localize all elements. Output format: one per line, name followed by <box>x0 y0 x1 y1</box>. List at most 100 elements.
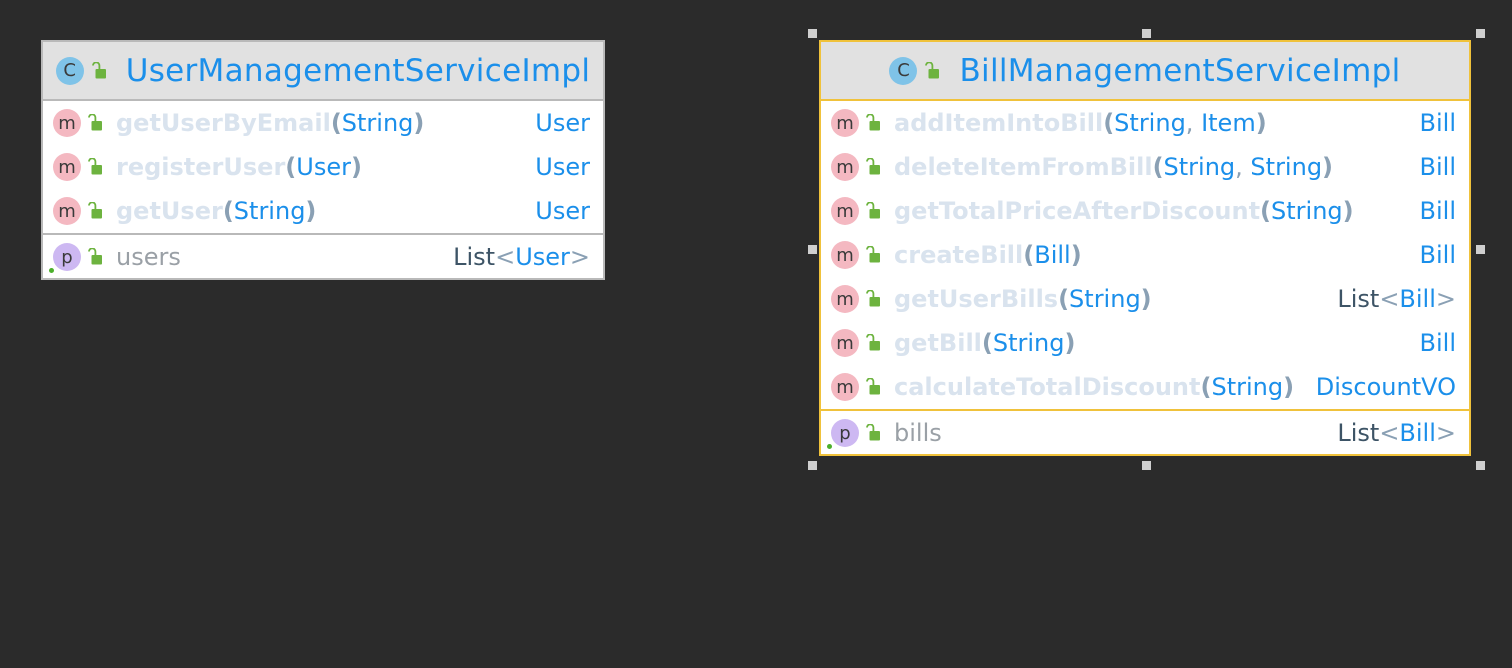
return-type: Bill <box>1419 153 1456 181</box>
open-paren: ( <box>285 153 297 181</box>
param-type: String <box>1069 285 1141 313</box>
resize-handle[interactable] <box>808 29 817 38</box>
param-type: String <box>1163 153 1236 181</box>
method-name: getUser <box>116 197 223 225</box>
return-type: Bill <box>1419 241 1456 269</box>
field-type: List<User> <box>453 243 590 271</box>
open-paren: ( <box>1200 373 1212 401</box>
open-lock-icon <box>86 158 104 176</box>
return-type: User <box>535 109 590 137</box>
angle-bracket: > <box>1435 285 1456 313</box>
type-argument: Bill <box>1399 419 1436 447</box>
angle-bracket: > <box>569 243 590 271</box>
property-letter: p <box>839 422 851 444</box>
close-paren: ) <box>1255 109 1267 137</box>
param-type: String <box>1271 197 1343 225</box>
resize-handle[interactable] <box>1476 461 1485 470</box>
resize-handle[interactable] <box>808 461 817 470</box>
class-name: UserManagementServiceImpl <box>125 52 591 89</box>
open-lock-icon <box>864 114 882 132</box>
green-dot-icon <box>49 268 54 273</box>
type-argument: User <box>515 243 570 271</box>
return-type: User <box>535 153 590 181</box>
class-header[interactable]: C BillManagementServiceImpl <box>821 42 1469 101</box>
open-paren: ( <box>1260 197 1272 225</box>
open-lock-icon <box>864 290 882 308</box>
method-signature: getTotalPriceAfterDiscount(String) <box>894 197 1406 225</box>
method-row[interactable]: m calculateTotalDiscount(String) DiscountV… <box>821 365 1469 409</box>
angle-bracket: < <box>1379 285 1400 313</box>
field-type: List<Bill> <box>1337 419 1456 447</box>
method-name: calculateTotalDiscount <box>894 373 1201 401</box>
param-type: Bill <box>1034 241 1071 269</box>
open-lock-icon <box>86 114 104 132</box>
method-icon: m <box>831 197 859 225</box>
class-icon: C <box>55 56 84 85</box>
open-lock-icon <box>923 61 941 80</box>
angle-bracket: > <box>1435 419 1456 447</box>
open-paren: ( <box>981 329 993 357</box>
resize-handle[interactable] <box>1142 29 1151 38</box>
open-lock-icon <box>864 424 882 442</box>
class-header[interactable]: C UserManagementServiceImpl <box>43 42 603 101</box>
open-paren: ( <box>1103 109 1115 137</box>
method-signature: getUserByEmail(String) <box>116 109 521 137</box>
param-type: String <box>992 329 1065 357</box>
param-separator: , <box>1235 153 1251 181</box>
return-type: DiscountVO <box>1315 373 1456 401</box>
method-name: addItemIntoBill <box>894 109 1104 137</box>
method-signature: createBill(Bill) <box>894 241 1406 269</box>
param-type: String <box>1211 373 1284 401</box>
close-paren: ) <box>1283 373 1295 401</box>
resize-handle[interactable] <box>1476 29 1485 38</box>
close-paren: ) <box>413 109 425 137</box>
property-letter: p <box>61 246 73 268</box>
angle-bracket: < <box>495 243 516 271</box>
param-type: String <box>1250 153 1323 181</box>
green-dot-icon <box>827 444 832 449</box>
type-argument: Bill <box>1399 285 1436 313</box>
method-name: registerUser <box>116 153 286 181</box>
return-type: User <box>535 197 590 225</box>
property-icon: p <box>827 419 859 449</box>
open-lock-icon <box>864 158 882 176</box>
method-icon: m <box>831 285 859 313</box>
resize-handle[interactable] <box>1142 461 1151 470</box>
generic-type: List <box>453 243 496 271</box>
return-type: Bill <box>1419 329 1456 357</box>
resize-handle[interactable] <box>1476 245 1485 254</box>
resize-handle[interactable] <box>808 245 817 254</box>
method-icon: m <box>831 373 859 401</box>
angle-bracket: < <box>1379 419 1400 447</box>
close-paren: ) <box>1064 329 1076 357</box>
property-icon: p <box>49 243 81 273</box>
close-paren: ) <box>305 197 317 225</box>
method-signature: deleteItemFromBill(String, String) <box>894 153 1406 181</box>
param-type: String <box>233 197 306 225</box>
generic-type: List <box>1337 419 1380 447</box>
return-type: List<Bill> <box>1337 285 1456 313</box>
class-name: BillManagementServiceImpl <box>959 52 1401 89</box>
method-name: getTotalPriceAfterDiscount <box>894 197 1261 225</box>
method-signature: getUser(String) <box>116 197 521 225</box>
open-paren: ( <box>1152 153 1164 181</box>
open-lock-icon <box>86 202 104 220</box>
close-paren: ) <box>1070 241 1082 269</box>
